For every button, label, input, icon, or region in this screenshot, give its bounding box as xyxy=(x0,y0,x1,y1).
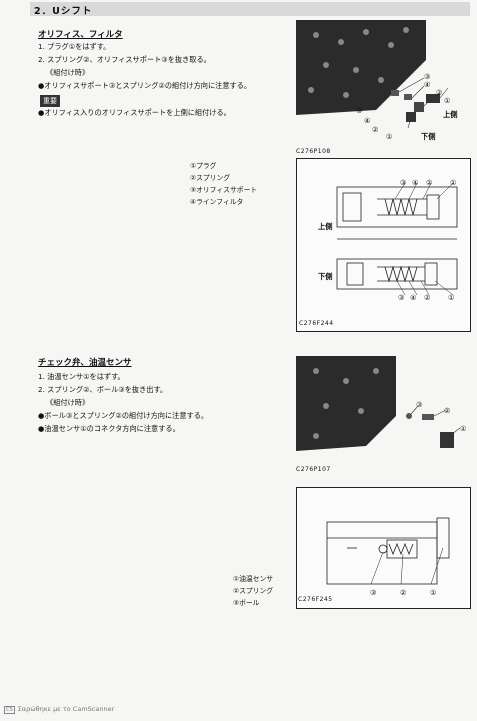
section1-drawing xyxy=(296,158,471,332)
drawing1-callout-4b: ④ xyxy=(410,293,417,302)
oil-temperature-sensor-section-icon xyxy=(326,517,450,585)
scanner-footer-text: Σαρώθηκε με το CamScanner xyxy=(17,705,115,713)
drawing2-callout-2: ② xyxy=(400,588,407,597)
section2-assembly-heading: 《組付け時》 xyxy=(46,398,90,407)
photo1-callout-2b: ② xyxy=(372,125,379,134)
drawing2-code: C276F245 xyxy=(298,596,333,603)
drawing1-callout-1: ① xyxy=(450,178,457,187)
photo1-callout-1: ① xyxy=(444,96,451,105)
camscanner-logo-icon: CS xyxy=(4,706,15,714)
section1-photo xyxy=(296,20,471,142)
drawing1-bottom-label: 下側 xyxy=(318,272,333,281)
legend1-item-4: ④ラインフィルタ xyxy=(190,198,244,206)
photo1-callout-1b: ① xyxy=(386,132,393,141)
photo2-callout-1: ① xyxy=(460,424,467,433)
legend2-item-1: ①油温センサ xyxy=(233,575,274,583)
section2-step-1: 1. 油温センサ①をはずす。 xyxy=(38,372,125,381)
legend2-item-2: ②スプリング xyxy=(233,587,274,595)
photo1-code: C276P108 xyxy=(296,148,331,155)
drawing1-top-label: 上側 xyxy=(318,222,333,231)
photo1-callout-3b: ③ xyxy=(356,106,363,115)
section2-title: チェック弁、油温センサ xyxy=(38,358,132,368)
orifice-cross-section-icon xyxy=(336,182,458,296)
legend1-item-3: ③オリフィスサポート xyxy=(190,186,258,194)
photo2-callout-2: ② xyxy=(444,406,451,415)
section-header: 2．Uシフト xyxy=(34,6,93,17)
photo1-callout-4: ④ xyxy=(424,80,431,89)
photo1-callout-3: ③ xyxy=(424,72,431,81)
photo1-callout-2: ② xyxy=(436,88,443,97)
drawing1-callout-4: ④ xyxy=(412,178,419,187)
drawing2-callout-3: ③ xyxy=(370,588,377,597)
important-badge: 重要 xyxy=(40,95,60,107)
photo1-callout-4b: ④ xyxy=(364,116,371,125)
valve-body-photo-icon xyxy=(296,20,449,129)
photo1-bottom-label: 下側 xyxy=(421,132,436,141)
section1-step-1: 1. プラグ①をはずす。 xyxy=(38,42,111,51)
drawing1-callout-3b: ③ xyxy=(398,293,405,302)
legend1-item-2: ②スプリング xyxy=(190,174,231,182)
section2-photo xyxy=(296,356,471,461)
drawing1-callout-1b: ① xyxy=(448,293,455,302)
section2-assembly-note-1: ●ボール③とスプリング②の組付け方向に注意する。 xyxy=(38,411,209,420)
drawing2-callout-1: ① xyxy=(430,588,437,597)
section1-important-note: ●オリフィス入りのオリフィスサポートを上側に組付ける。 xyxy=(38,108,231,117)
section2-drawing xyxy=(296,487,471,609)
drawing1-callout-3: ③ xyxy=(400,178,407,187)
photo2-code: C276P107 xyxy=(296,466,331,473)
section2-assembly-note-2: ●油温センサ①のコネクタ方向に注意する。 xyxy=(38,424,180,433)
header-bar xyxy=(30,2,470,16)
photo2-callout-3: ③ xyxy=(416,400,423,409)
section2-step-2: 2. スプリング②、ボール③を抜き出す。 xyxy=(38,385,168,394)
section1-assembly-note: ●オリフィスサポート③とスプリング②の組付け方向に注意する。 xyxy=(38,81,252,90)
section1-step-2: 2. スプリング②、オリフィスサポート③を抜き取る。 xyxy=(38,55,211,64)
section1-title: オリフィス、フィルタ xyxy=(38,30,123,40)
drawing1-code: C276F244 xyxy=(299,320,334,327)
check-valve-photo-icon xyxy=(296,356,461,451)
section1-assembly-heading: 《組付け時》 xyxy=(46,68,90,77)
drawing1-callout-2b: ② xyxy=(424,293,431,302)
photo1-top-label: 上側 xyxy=(443,110,458,119)
drawing1-callout-2: ② xyxy=(426,178,433,187)
legend1-item-1: ①プラグ xyxy=(190,162,217,170)
legend2-item-3: ③ボール xyxy=(233,599,260,607)
